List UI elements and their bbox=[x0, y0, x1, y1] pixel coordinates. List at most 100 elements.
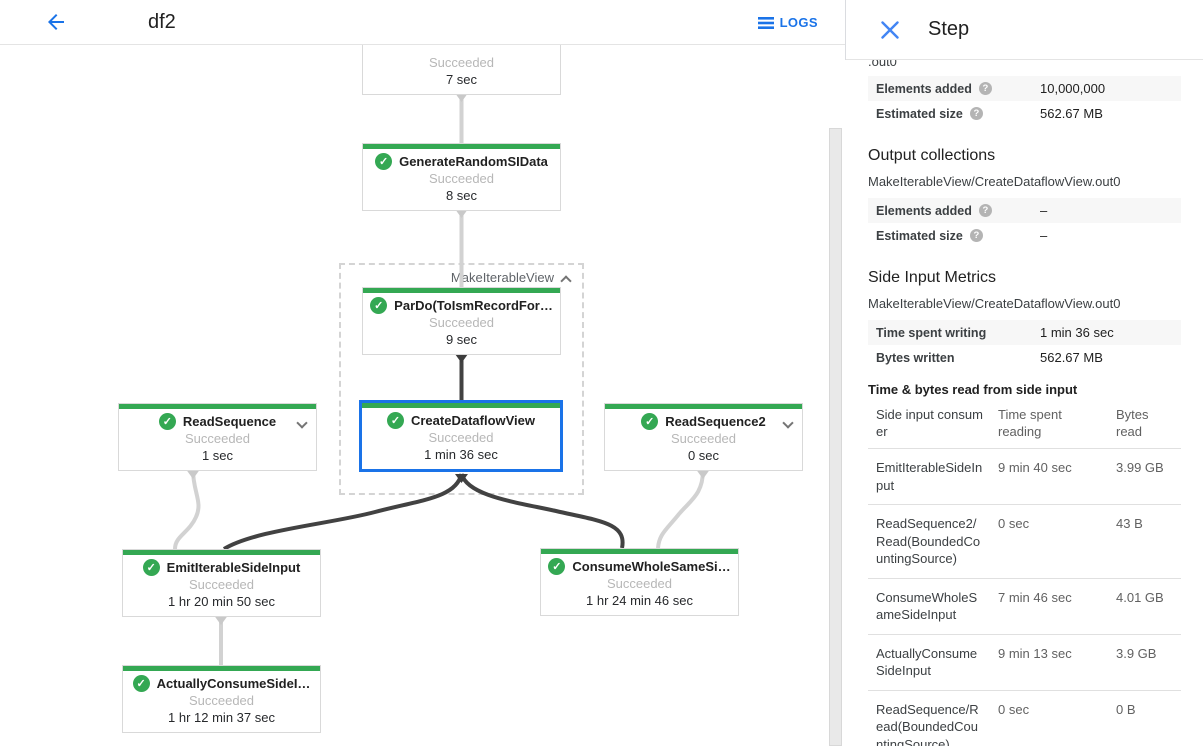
job-title: df2 bbox=[148, 10, 176, 33]
help-glyph: ? bbox=[973, 230, 980, 241]
panel-header: Step bbox=[846, 0, 1203, 60]
metric-value: 562.67 MB bbox=[1040, 106, 1103, 121]
logs-button[interactable]: LOGS bbox=[757, 0, 818, 45]
check-circle-icon: ✓ bbox=[370, 296, 388, 314]
section-heading-side-input-metrics: Side Input Metrics bbox=[868, 269, 997, 286]
cell-consumer: ConsumeWholeSameSideInput bbox=[868, 578, 990, 635]
cell-consumer: ActuallyConsumeSideInput bbox=[868, 634, 990, 691]
check-circle-icon: ✓ bbox=[641, 412, 659, 430]
section-heading-output-collections: Output collections bbox=[868, 147, 996, 164]
node-status: Succeeded bbox=[188, 577, 255, 592]
back-arrow-button[interactable] bbox=[44, 10, 68, 34]
table-row: ReadSequence/Read(BoundedCountingSource)… bbox=[868, 690, 1181, 746]
side-input-write-metrics: Time spent writing 1 min 36 sec Bytes wr… bbox=[868, 320, 1181, 370]
column-header: Time spent reading bbox=[990, 400, 1108, 449]
cell-time: 0 sec bbox=[990, 690, 1108, 746]
node-duration: 8 sec bbox=[445, 188, 478, 203]
node-title: ReadSequence2 bbox=[665, 413, 766, 429]
output-collection-name: MakeIterableView/CreateDataflowView.out0 bbox=[868, 174, 1121, 189]
cell-bytes: 43 B bbox=[1108, 504, 1181, 579]
graph-node-emititerablesideinput[interactable]: ✓ EmitIterableSideInput Succeeded 1 hr 2… bbox=[122, 549, 321, 617]
node-status: Succeeded bbox=[184, 431, 251, 446]
header-divider bbox=[845, 0, 846, 60]
pipeline-graph-canvas: MakeIterableView Succeeded 7 sec ✓ Gener… bbox=[118, 27, 803, 733]
node-duration: 1 hr 12 min 37 sec bbox=[168, 710, 275, 725]
metric-value: 1 min 36 sec bbox=[1040, 325, 1114, 340]
node-duration: 1 hr 24 min 46 sec bbox=[586, 593, 693, 608]
job-header: df2 LOGS bbox=[0, 0, 846, 45]
group-collapse-toggle[interactable]: MakeIterableView bbox=[451, 270, 572, 287]
node-status: Succeeded bbox=[428, 55, 495, 70]
graph-node-createdataflowview-selected[interactable]: ✓ CreateDataflowView Succeeded 1 min 36 … bbox=[359, 400, 563, 472]
cell-consumer: ReadSequence2/Read(BoundedCountingSource… bbox=[868, 504, 990, 579]
side-input-collection-name: MakeIterableView/CreateDataflowView.out0 bbox=[868, 296, 1121, 311]
check-glyph: ✓ bbox=[645, 415, 655, 428]
metric-row: Elements added? 10,000,000 bbox=[868, 76, 1181, 101]
graph-node-readsequence[interactable]: ✓ ReadSequence Succeeded 1 sec bbox=[118, 403, 317, 471]
logs-label: LOGS bbox=[779, 15, 818, 30]
side-input-read-table: Side input consumer Time spent reading B… bbox=[868, 400, 1181, 746]
cell-bytes: 0 B bbox=[1108, 690, 1181, 746]
help-icon[interactable]: ? bbox=[969, 229, 983, 242]
node-duration: 0 sec bbox=[687, 448, 720, 463]
metric-label: Time spent writing bbox=[876, 325, 987, 340]
graph-node-consumewholesamesideinput[interactable]: ✓ ConsumeWholeSameSi… Succeeded 1 hr 24 … bbox=[540, 548, 739, 616]
cell-time: 9 min 40 sec bbox=[990, 448, 1108, 505]
check-glyph: ✓ bbox=[552, 560, 562, 573]
check-glyph: ✓ bbox=[136, 677, 146, 690]
table-row: EmitIterableSideInput 9 min 40 sec 3.99 … bbox=[868, 448, 1181, 505]
graph-node-actuallyconsumesideinput[interactable]: ✓ ActuallyConsumeSideI… Succeeded 1 hr 1… bbox=[122, 665, 321, 733]
node-status-bar bbox=[119, 404, 316, 409]
metric-value: 562.67 MB bbox=[1040, 350, 1103, 365]
check-circle-icon: ✓ bbox=[158, 412, 176, 430]
close-icon[interactable] bbox=[880, 20, 900, 40]
panel-title: Step bbox=[928, 18, 970, 40]
graph-node-pardo-toismrecord[interactable]: ✓ ParDo(ToIsmRecordFor… Succeeded 9 sec bbox=[362, 287, 561, 355]
cell-time: 0 sec bbox=[990, 504, 1108, 579]
check-circle-icon: ✓ bbox=[548, 557, 566, 575]
node-status-bar bbox=[123, 550, 320, 555]
check-glyph: ✓ bbox=[146, 561, 156, 574]
help-icon[interactable]: ? bbox=[969, 107, 983, 120]
help-icon[interactable]: ? bbox=[978, 82, 992, 95]
metric-label: Elements added bbox=[876, 203, 972, 218]
help-glyph: ? bbox=[973, 108, 980, 119]
panel-body: .out0 Elements added? 10,000,000 Estimat… bbox=[846, 60, 1203, 746]
cell-consumer: ReadSequence/Read(BoundedCountingSource) bbox=[868, 690, 990, 746]
graph-vertical-scrollbar[interactable] bbox=[829, 128, 842, 746]
metric-label: Estimated size bbox=[876, 228, 963, 243]
table-row: ConsumeWholeSameSideInput 7 min 46 sec 4… bbox=[868, 578, 1181, 635]
metric-row: Time spent writing 1 min 36 sec bbox=[868, 320, 1181, 345]
column-header: Side input consumer bbox=[868, 400, 990, 449]
check-glyph: ✓ bbox=[390, 414, 401, 427]
check-glyph: ✓ bbox=[374, 299, 384, 312]
node-status-bar bbox=[605, 404, 802, 409]
clipped-collection-name: .out0 bbox=[868, 60, 897, 69]
node-title: ActuallyConsumeSideI… bbox=[156, 675, 311, 691]
metric-row: Estimated size? 562.67 MB bbox=[868, 101, 1181, 126]
cell-time: 9 min 13 sec bbox=[990, 634, 1108, 691]
check-circle-icon: ✓ bbox=[375, 152, 393, 170]
graph-node-readsequence2[interactable]: ✓ ReadSequence2 Succeeded 0 sec bbox=[604, 403, 803, 471]
metric-label: Estimated size bbox=[876, 106, 963, 121]
metric-row: Elements added? – bbox=[868, 198, 1181, 223]
metric-value: – bbox=[1040, 228, 1048, 243]
output-collection-metrics: Elements added? – Estimated size? – bbox=[868, 198, 1181, 248]
node-status: Succeeded bbox=[428, 315, 495, 330]
cell-bytes: 3.99 GB bbox=[1108, 448, 1181, 505]
node-title: GenerateRandomSIData bbox=[399, 153, 548, 169]
node-duration: 1 sec bbox=[201, 448, 234, 463]
node-status: Succeeded bbox=[606, 576, 673, 591]
check-circle-icon: ✓ bbox=[142, 558, 160, 576]
node-duration: 1 hr 20 min 50 sec bbox=[168, 594, 275, 609]
read-table-title: Time & bytes read from side input bbox=[868, 382, 1078, 397]
node-status-bar bbox=[362, 403, 560, 408]
node-duration: 7 sec bbox=[445, 72, 478, 87]
graph-node-generaterandomsidata[interactable]: ✓ GenerateRandomSIData Succeeded 8 sec bbox=[362, 143, 561, 211]
node-title: EmitIterableSideInput bbox=[166, 559, 301, 575]
metric-value: 10,000,000 bbox=[1040, 81, 1106, 96]
cell-bytes: 3.9 GB bbox=[1108, 634, 1181, 691]
help-icon[interactable]: ? bbox=[978, 204, 992, 217]
graph-edges bbox=[173, 90, 710, 665]
